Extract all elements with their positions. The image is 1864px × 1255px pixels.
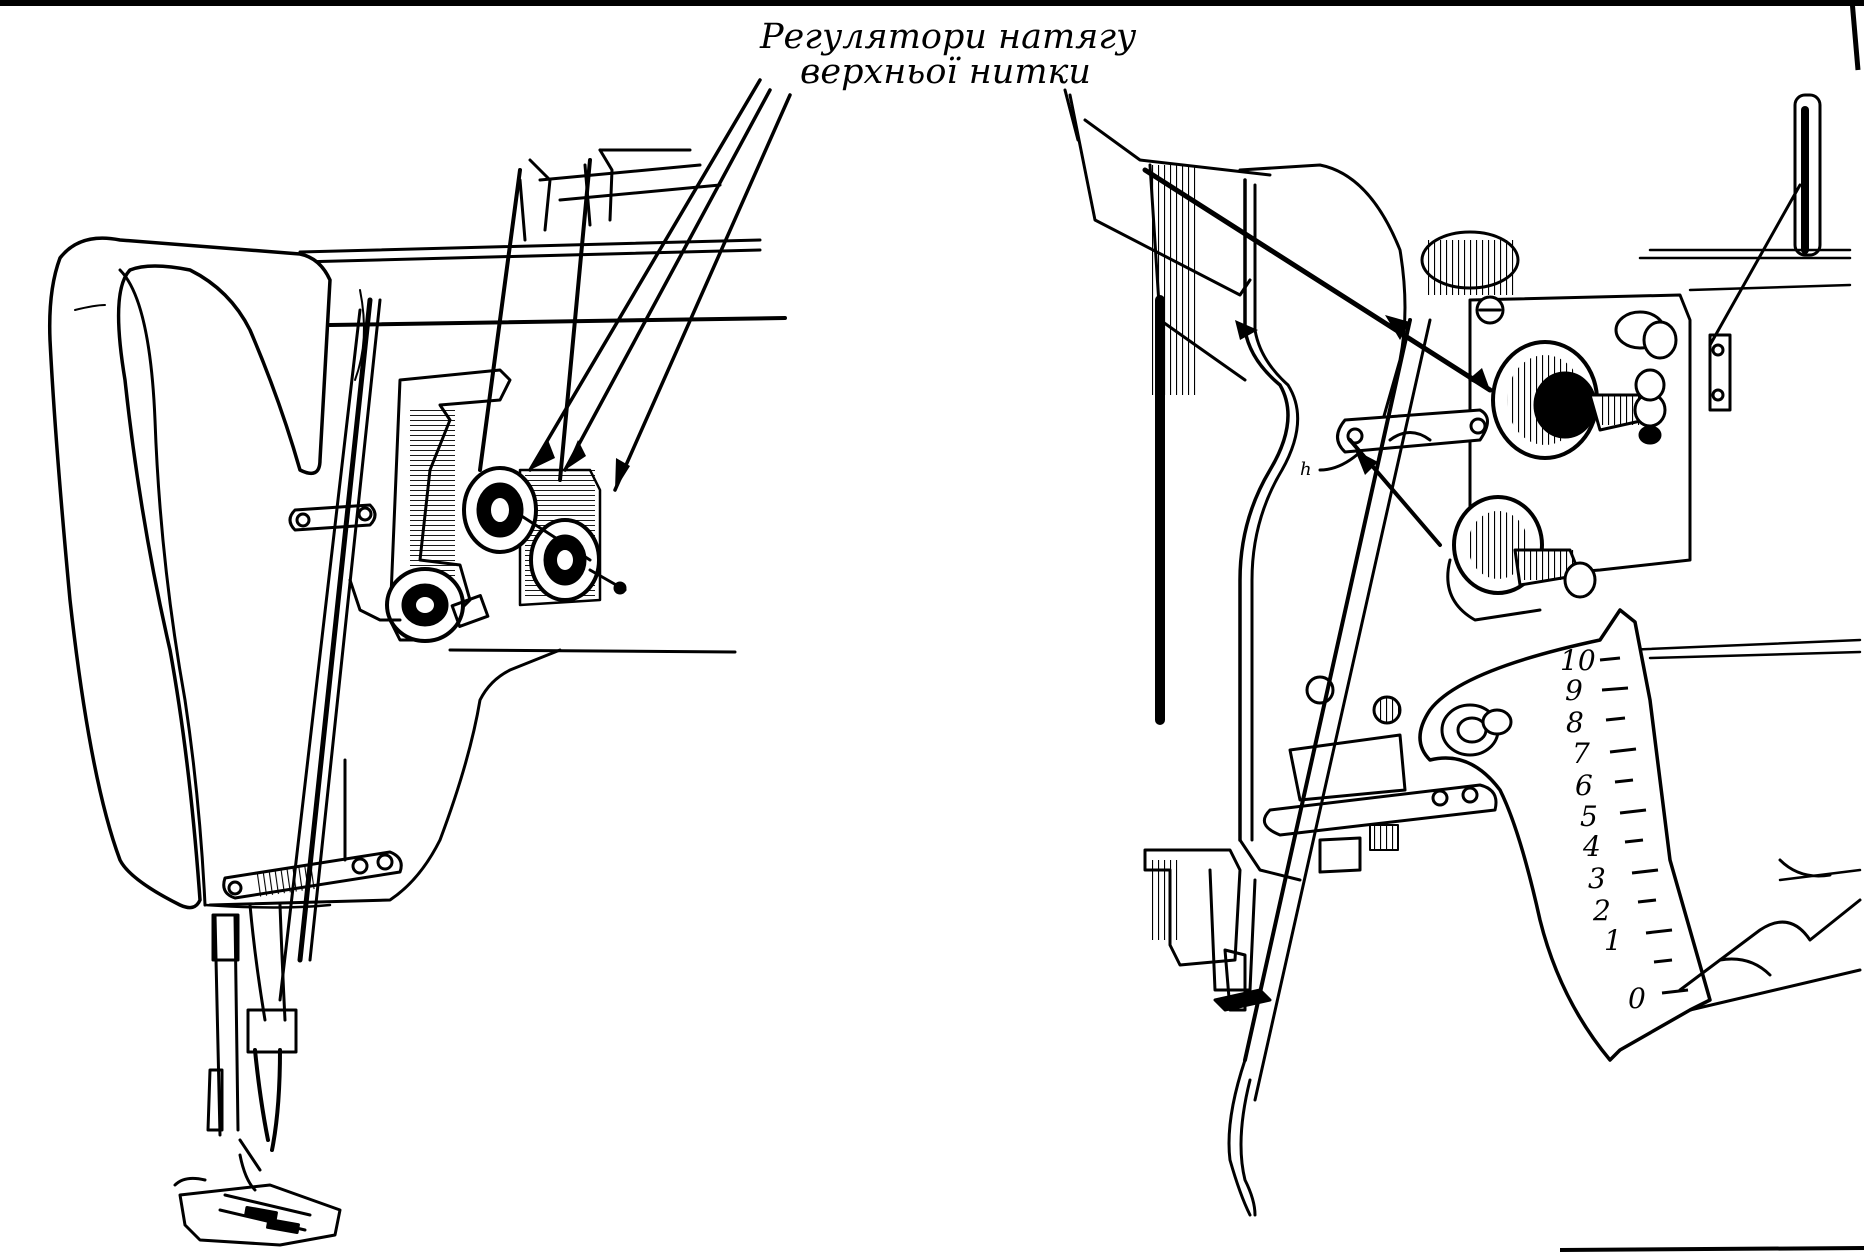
left-threads (278, 78, 792, 1002)
callout-label-line2: верхньої нитки (800, 52, 1091, 92)
scale-tick-label: 9 (1565, 674, 1583, 707)
scale-tick-label: 6 (1575, 769, 1593, 802)
right-threads (1063, 88, 1802, 1217)
scale-tick-label: 2 (1592, 894, 1611, 927)
scale-tick-label: 0 (1628, 982, 1646, 1015)
scale-tick-label: 3 (1588, 862, 1606, 895)
callout-label-line1: Регулятори натягу (760, 17, 1137, 57)
scale-tick-label: 5 (1580, 800, 1598, 833)
scale-tick-label: 7 (1572, 737, 1590, 770)
part-letter-label: h (1300, 459, 1312, 480)
left-machine-head (47, 148, 787, 1247)
scale-tick-label: 8 (1566, 706, 1584, 739)
right-machine-head (1068, 93, 1862, 1062)
scale-tick-label: 4 (1582, 830, 1601, 863)
scale-tick-label: 10 (1560, 644, 1596, 677)
scale-tick-label: 1 (1604, 924, 1622, 957)
scale-numbers: 10 9 8 7 6 5 4 3 2 1 0 (1560, 644, 1646, 1015)
stitch-length-scale (1599, 656, 1689, 995)
